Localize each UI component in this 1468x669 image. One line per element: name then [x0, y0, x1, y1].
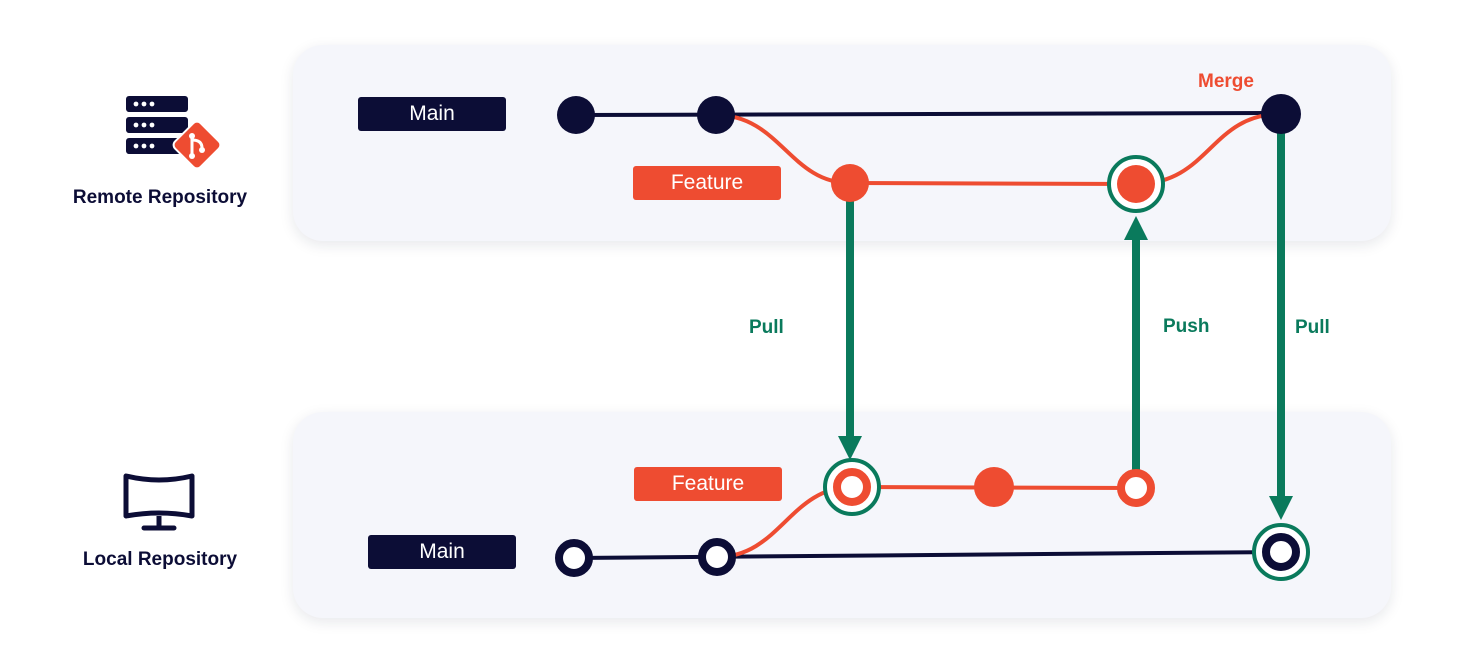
local-main-commit-1	[555, 539, 593, 577]
pull-main-arrowhead	[1269, 496, 1293, 520]
remote-main-commit-2	[697, 96, 735, 134]
local-main-commit-3	[1262, 533, 1300, 571]
local-main-branch-tag: Main	[368, 535, 516, 569]
pull-feature-label: Pull	[749, 317, 784, 338]
server-git-icon	[126, 96, 222, 170]
push-arrowhead	[1124, 216, 1148, 240]
local-feature-commit-3	[1117, 469, 1155, 507]
pull-main-label: Pull	[1295, 317, 1330, 338]
remote-main-commit-1	[557, 96, 595, 134]
remote-main-line	[575, 111, 1282, 117]
local-main-commit-2	[698, 538, 736, 576]
merge-label: Merge	[1198, 71, 1254, 92]
local-feature-commit-2	[974, 467, 1014, 507]
remote-repository-label: Remote Repository	[72, 187, 248, 208]
local-repository-panel	[293, 412, 1391, 618]
remote-main-branch-tag: Main	[358, 97, 506, 131]
local-main-line	[573, 550, 1282, 560]
remote-feature-branch-tag: Feature	[633, 166, 781, 200]
remote-feature-commit-1	[831, 164, 869, 202]
pull-feature-arrowhead	[838, 436, 862, 460]
remote-feature-commit-2	[1117, 165, 1155, 203]
local-feature-commit-1	[833, 468, 871, 506]
remote-repository-panel	[293, 45, 1391, 241]
local-feature-line	[716, 484, 1137, 559]
remote-feature-line	[715, 112, 1282, 187]
local-feature-branch-tag: Feature	[634, 467, 782, 501]
local-repository-label: Local Repository	[82, 549, 238, 570]
monitor-icon	[123, 473, 195, 531]
push-label: Push	[1163, 316, 1210, 337]
remote-merge-commit	[1261, 94, 1301, 134]
